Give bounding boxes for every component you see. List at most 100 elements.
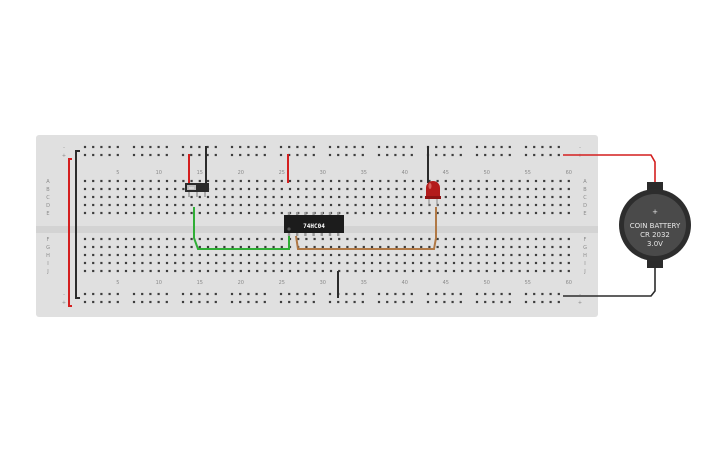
breadboard-hole[interactable] — [510, 269, 513, 273]
breadboard-hole[interactable] — [297, 261, 300, 265]
breadboard-hole[interactable] — [443, 145, 446, 149]
breadboard-hole[interactable] — [493, 179, 497, 183]
breadboard-hole[interactable] — [263, 300, 266, 304]
breadboard-hole[interactable] — [313, 203, 316, 207]
breadboard-hole[interactable] — [206, 261, 210, 265]
breadboard-hole[interactable] — [395, 195, 398, 199]
breadboard-hole[interactable] — [116, 211, 119, 215]
breadboard-hole[interactable] — [534, 261, 538, 265]
breadboard-hole[interactable] — [420, 179, 423, 183]
breadboard-hole[interactable] — [485, 203, 488, 207]
breadboard-hole[interactable] — [329, 179, 333, 183]
breadboard-hole[interactable] — [182, 187, 185, 191]
breadboard-hole[interactable] — [247, 153, 250, 157]
breadboard-hole[interactable] — [477, 203, 480, 207]
breadboard-hole[interactable] — [518, 261, 521, 265]
breadboard-hole[interactable] — [83, 292, 87, 296]
breadboard-hole[interactable] — [524, 153, 528, 157]
breadboard-hole[interactable] — [403, 237, 406, 241]
breadboard-hole[interactable] — [534, 237, 538, 241]
breadboard-hole[interactable] — [100, 253, 103, 257]
breadboard-hole[interactable] — [272, 245, 275, 249]
breadboard-hole[interactable] — [312, 145, 315, 149]
breadboard-hole[interactable] — [362, 179, 365, 183]
breadboard-hole[interactable] — [165, 211, 169, 215]
breadboard-hole[interactable] — [338, 237, 341, 241]
breadboard-hole[interactable] — [230, 145, 234, 149]
breadboard-hole[interactable] — [329, 237, 333, 241]
breadboard-hole[interactable] — [436, 269, 439, 273]
wire-brown-output[interactable] — [295, 207, 437, 250]
breadboard-hole[interactable] — [83, 300, 87, 304]
breadboard-hole[interactable] — [428, 269, 431, 273]
breadboard-hole[interactable] — [379, 245, 382, 249]
breadboard-hole[interactable] — [132, 292, 136, 296]
breadboard-hole[interactable] — [469, 237, 472, 241]
breadboard-hole[interactable] — [485, 261, 488, 265]
breadboard-hole[interactable] — [272, 179, 275, 183]
breadboard-hole[interactable] — [141, 179, 144, 183]
breadboard-hole[interactable] — [116, 237, 119, 241]
breadboard-hole[interactable] — [329, 245, 333, 249]
breadboard-hole[interactable] — [559, 245, 562, 249]
breadboard-hole[interactable] — [141, 195, 144, 199]
breadboard-hole[interactable] — [297, 187, 300, 191]
breadboard-hole[interactable] — [502, 211, 505, 215]
breadboard-hole[interactable] — [247, 237, 251, 241]
breadboard-hole[interactable] — [370, 245, 374, 249]
breadboard-hole[interactable] — [353, 145, 356, 149]
breadboard-hole[interactable] — [549, 145, 552, 149]
breadboard-hole[interactable] — [149, 153, 152, 157]
breadboard-hole[interactable] — [157, 195, 160, 199]
breadboard-hole[interactable] — [510, 203, 513, 207]
breadboard-hole[interactable] — [198, 245, 201, 249]
breadboard-hole[interactable] — [230, 153, 234, 157]
breadboard-hole[interactable] — [247, 300, 250, 304]
breadboard-hole[interactable] — [443, 153, 446, 157]
breadboard-hole[interactable] — [361, 145, 364, 149]
breadboard-hole[interactable] — [500, 292, 503, 296]
breadboard-hole[interactable] — [436, 237, 439, 241]
breadboard-hole[interactable] — [296, 153, 299, 157]
breadboard-hole[interactable] — [451, 292, 454, 296]
breadboard-hole[interactable] — [377, 153, 381, 157]
breadboard-hole[interactable] — [518, 203, 521, 207]
breadboard-hole[interactable] — [543, 261, 546, 265]
breadboard-hole[interactable] — [116, 153, 119, 157]
breadboard-hole[interactable] — [124, 245, 128, 249]
breadboard-hole[interactable] — [83, 245, 87, 249]
breadboard-hole[interactable] — [305, 237, 308, 241]
breadboard-hole[interactable] — [354, 195, 357, 199]
breadboard-hole[interactable] — [444, 179, 447, 183]
breadboard-hole[interactable] — [116, 187, 119, 191]
breadboard-hole[interactable] — [321, 269, 324, 273]
breadboard-hole[interactable] — [313, 245, 316, 249]
breadboard-hole[interactable] — [230, 292, 234, 296]
breadboard-hole[interactable] — [543, 203, 546, 207]
breadboard-hole[interactable] — [402, 292, 405, 296]
breadboard-hole[interactable] — [411, 187, 415, 191]
breadboard-hole[interactable] — [174, 261, 177, 265]
breadboard-hole[interactable] — [239, 269, 242, 273]
breadboard-hole[interactable] — [165, 195, 169, 199]
breadboard-hole[interactable] — [304, 300, 307, 304]
breadboard-hole[interactable] — [541, 300, 544, 304]
breadboard-hole[interactable] — [395, 211, 398, 215]
breadboard-hole[interactable] — [338, 179, 341, 183]
breadboard-hole[interactable] — [124, 195, 128, 199]
breadboard-hole[interactable] — [435, 300, 438, 304]
breadboard-hole[interactable] — [141, 292, 144, 296]
breadboard-hole[interactable] — [508, 292, 511, 296]
breadboard-hole[interactable] — [502, 195, 505, 199]
breadboard-hole[interactable] — [190, 261, 193, 265]
breadboard-hole[interactable] — [247, 179, 251, 183]
breadboard-hole[interactable] — [386, 153, 389, 157]
breadboard-hole[interactable] — [296, 292, 299, 296]
breadboard-hole[interactable] — [108, 187, 111, 191]
breadboard-hole[interactable] — [436, 203, 439, 207]
breadboard-hole[interactable] — [264, 179, 267, 183]
breadboard-hole[interactable] — [559, 237, 562, 241]
breadboard-hole[interactable] — [231, 195, 234, 199]
breadboard-hole[interactable] — [100, 153, 103, 157]
breadboard-hole[interactable] — [500, 145, 503, 149]
